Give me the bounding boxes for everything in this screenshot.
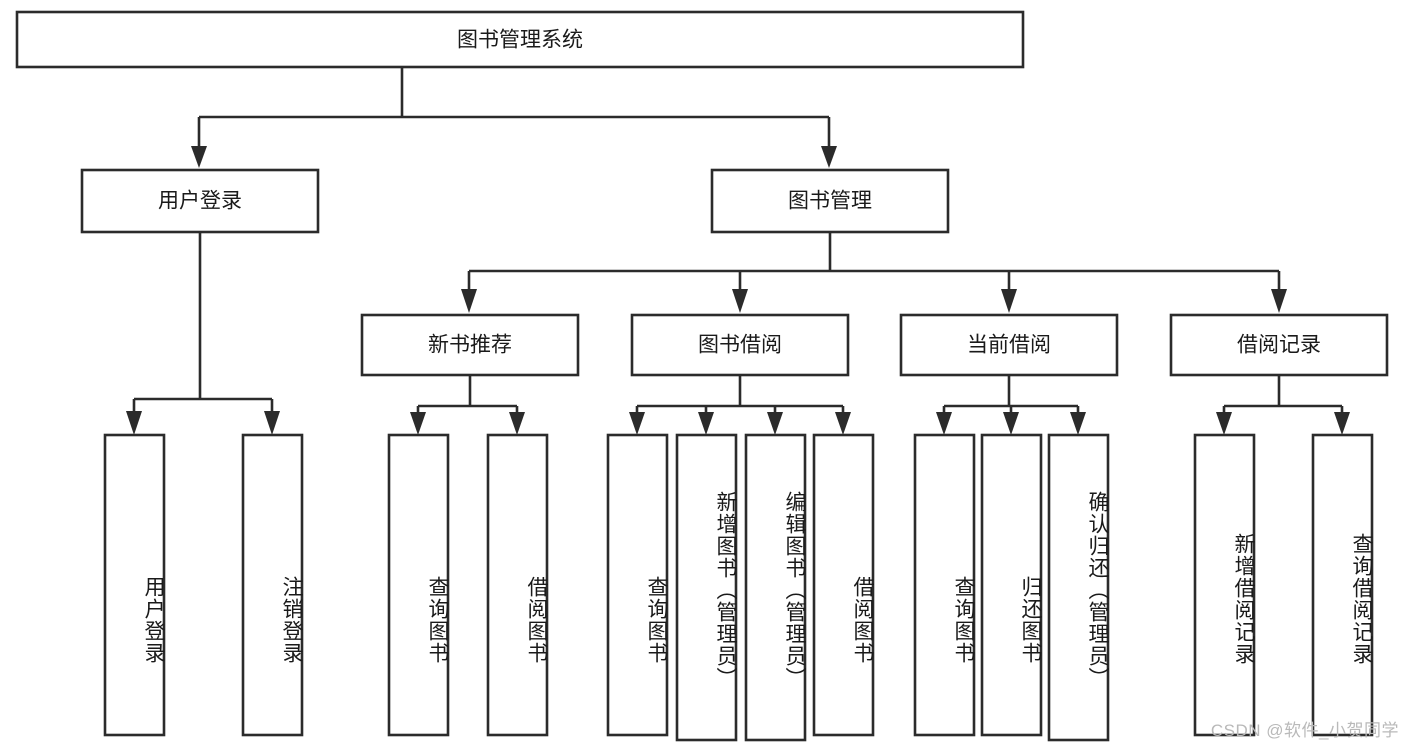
arrow-borrow-leaf-3	[767, 412, 783, 435]
arrow-manage-to-record	[1271, 289, 1287, 313]
node-book-manage[interactable]: 图书管理	[710, 168, 950, 234]
leaf-box-query-book-current[interactable]	[913, 433, 976, 737]
borrow-record-label: 借阅记录	[1237, 334, 1321, 357]
arrow-root-to-login	[191, 146, 207, 168]
arrow-borrow-leaf-2	[698, 412, 714, 435]
arrow-manage-to-current	[1001, 289, 1017, 313]
root-box[interactable]	[15, 10, 1025, 69]
leaf-box-query-book-newbook[interactable]	[387, 433, 450, 737]
node-book-borrow[interactable]: 图书借阅	[630, 313, 850, 377]
csdn-watermark: CSDN @软件_小贺同学	[1210, 721, 1399, 740]
arrow-borrow-leaf-1	[629, 412, 645, 435]
arrow-manage-to-borrow	[732, 289, 748, 313]
node-current-borrow[interactable]: 当前借阅	[899, 313, 1119, 377]
current-borrow-box[interactable]	[899, 313, 1119, 377]
node-new-book-recommend[interactable]: 新书推荐	[360, 313, 580, 377]
arrow-current-leaf-2	[1003, 412, 1019, 435]
book-borrow-label: 图书借阅	[698, 334, 782, 357]
arrow-current-leaf-1	[936, 412, 952, 435]
leaf-box-confirm-return-admin[interactable]	[1047, 433, 1110, 742]
arrow-record-leaf-2	[1334, 412, 1350, 435]
book-manage-label: 图书管理	[788, 190, 872, 213]
arrow-login-leaf-1	[126, 411, 142, 435]
leaf-box-add-book-admin[interactable]	[675, 433, 738, 742]
leaf-box-query-book-borrow[interactable]	[606, 433, 669, 737]
leaf-box-user-login[interactable]	[103, 433, 166, 737]
leaf-box-return-book[interactable]	[980, 433, 1043, 737]
arrow-manage-to-newbook	[461, 289, 477, 313]
book-borrow-box[interactable]	[630, 313, 850, 377]
arrow-newbook-leaf-1	[410, 412, 426, 435]
leaf-box-edit-book-admin[interactable]	[744, 433, 807, 742]
arrow-record-leaf-1	[1216, 412, 1232, 435]
arrow-newbook-leaf-2	[509, 412, 525, 435]
current-borrow-label: 当前借阅	[967, 334, 1051, 357]
user-login-label: 用户登录	[158, 190, 242, 213]
node-borrow-record[interactable]: 借阅记录	[1169, 313, 1389, 377]
arrow-root-to-manage	[821, 146, 837, 168]
leaf-box-borrow-book[interactable]	[812, 433, 875, 737]
borrow-record-box[interactable]	[1169, 313, 1389, 377]
arrow-borrow-leaf-4	[835, 412, 851, 435]
leaf-box-add-record[interactable]	[1193, 433, 1256, 737]
new-book-box[interactable]	[360, 313, 580, 377]
leaf-box-borrow-book-newbook[interactable]	[486, 433, 549, 737]
node-root[interactable]: 图书管理系统	[15, 10, 1025, 69]
book-manage-box[interactable]	[710, 168, 950, 234]
root-label: 图书管理系统	[457, 29, 583, 52]
new-book-label: 新书推荐	[428, 334, 512, 357]
leaf-box-query-record[interactable]	[1311, 433, 1374, 737]
arrow-current-leaf-3	[1070, 412, 1086, 435]
arrow-login-leaf-2	[264, 411, 280, 435]
node-user-login[interactable]: 用户登录	[80, 168, 320, 234]
leaf-box-logout[interactable]	[241, 433, 304, 737]
